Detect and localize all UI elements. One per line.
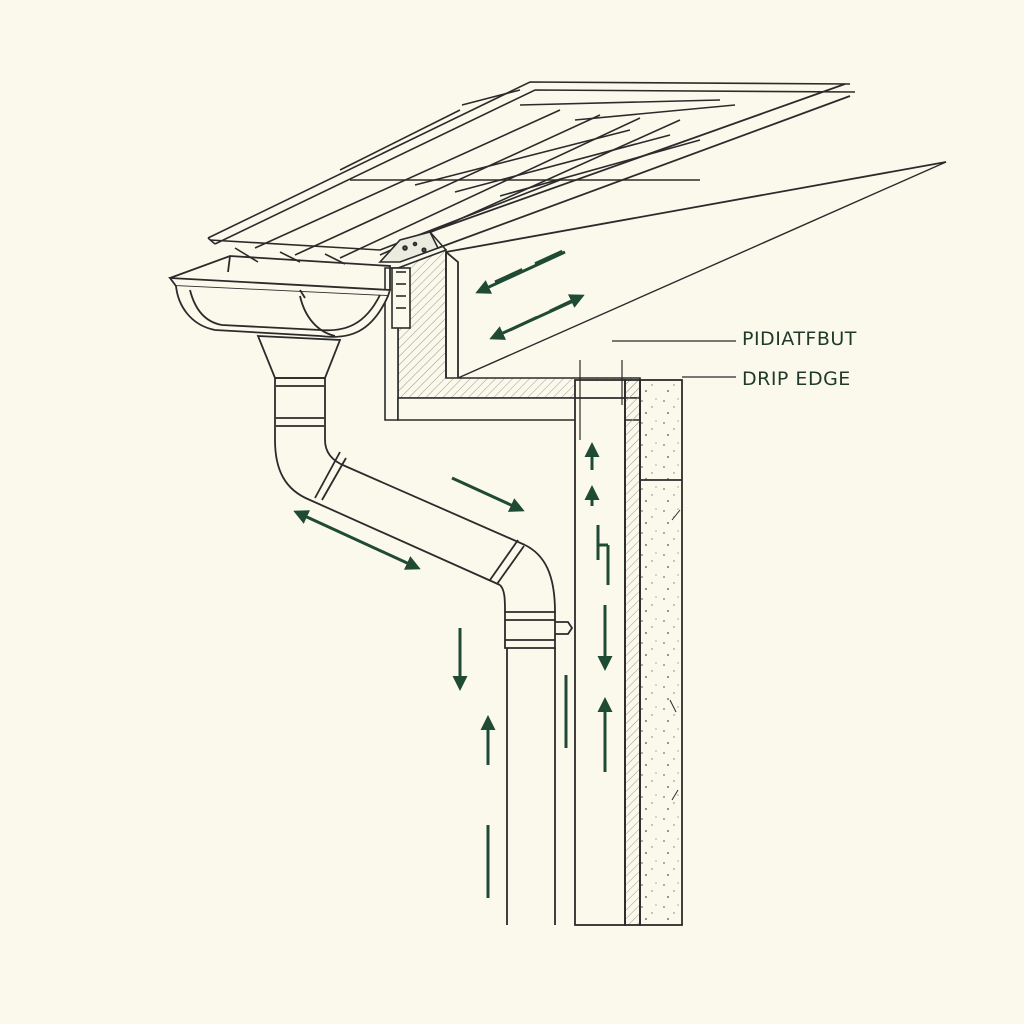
arrow-icon bbox=[451, 476, 525, 512]
flow-arrows bbox=[293, 248, 613, 898]
gutter bbox=[168, 255, 392, 338]
drip-edge-label: DRIP EDGE bbox=[742, 368, 851, 390]
wall bbox=[574, 379, 683, 926]
fascia-board bbox=[429, 83, 947, 379]
callout-leaders bbox=[579, 340, 736, 440]
double-arrow-icon bbox=[475, 250, 566, 294]
downspout bbox=[256, 335, 574, 925]
double-arrow-icon bbox=[293, 510, 421, 570]
roof-shingles bbox=[207, 81, 856, 265]
callout-label-1: PIDIATFBUT bbox=[742, 328, 857, 350]
